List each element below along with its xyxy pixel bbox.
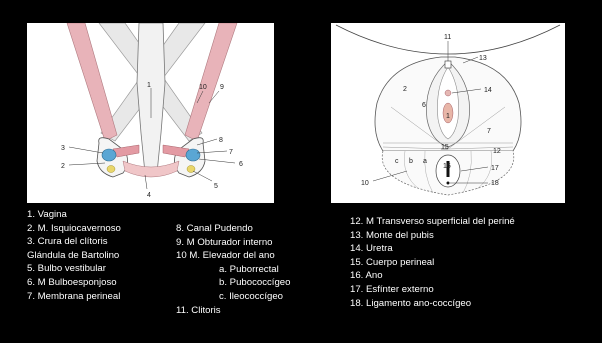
bartholin-gland-right xyxy=(186,149,200,161)
pelvic-floor-illustration: 1 2 3 4 5 6 7 8 9 10 xyxy=(27,23,274,203)
right-label-c: c xyxy=(395,158,399,165)
legend-item: 9. M Obturador interno xyxy=(176,236,290,250)
legend-item: 14. Uretra xyxy=(350,242,515,256)
left-label-5: 5 xyxy=(214,183,218,190)
legend-column-1: 1. Vagina 2. M. Isquiocavernoso 3. Crura… xyxy=(27,208,121,303)
right-label-18: 18 xyxy=(491,180,499,187)
vestibular-bulb-left xyxy=(107,166,115,173)
legend-item: 17. Esfínter externo xyxy=(350,283,515,297)
legend-item: 2. M. Isquiocavernoso xyxy=(27,222,121,236)
legend-subitem: b. Pubococcígeo xyxy=(176,276,290,290)
legend-item: 15. Cuerpo perineal xyxy=(350,256,515,270)
legend-item: 18. Ligamento ano-coccígeo xyxy=(350,297,515,311)
legend-column-2: 8. Canal Pudendo 9. M Obturador interno … xyxy=(176,222,290,317)
clitoris-shape xyxy=(445,61,451,68)
right-label-11: 11 xyxy=(444,34,451,41)
right-label-16: 16 xyxy=(443,163,451,170)
legend-item: 3. Crura del clítoris xyxy=(27,235,121,249)
legend-item: 12. M Transverso superficial del periné xyxy=(350,215,515,229)
legend-item: 10 M. Elevador del ano xyxy=(176,249,290,263)
bartholin-gland-left xyxy=(102,149,116,161)
right-anatomy-panel: 11 13 14 2 6 1 7 15 12 16 17 18 10 c b a xyxy=(331,23,565,203)
left-label-9: 9 xyxy=(220,84,224,91)
obturator-internus-right xyxy=(185,23,237,141)
left-label-2: 2 xyxy=(61,163,65,170)
right-label-14: 14 xyxy=(484,87,492,94)
right-label-7: 7 xyxy=(487,128,491,135)
right-label-15: 15 xyxy=(441,144,449,151)
right-label-17: 17 xyxy=(491,165,499,172)
left-label-6: 6 xyxy=(239,161,243,168)
legend-item: 6. M Bulboesponjoso xyxy=(27,276,121,290)
right-label-b: b xyxy=(409,158,413,165)
left-anatomy-panel: 1 2 3 4 5 6 7 8 9 10 xyxy=(27,23,274,203)
obturator-internus-left xyxy=(67,23,117,141)
legend-subitem: c. Ileococcígeo xyxy=(176,290,290,304)
legend-item: 11. Clitoris xyxy=(176,304,290,318)
legend-item: 13. Monte del pubis xyxy=(350,229,515,243)
left-label-3: 3 xyxy=(61,145,65,152)
legend-item: 8. Canal Pudendo xyxy=(176,222,290,236)
right-label-12: 12 xyxy=(493,148,501,155)
right-label-2: 2 xyxy=(403,86,407,93)
right-label-13: 13 xyxy=(479,55,487,62)
legend-column-3: 12. M Transverso superficial del periné … xyxy=(350,215,515,310)
perineum-illustration: 11 13 14 2 6 1 7 15 12 16 17 18 10 c b a xyxy=(331,23,565,203)
urethra-shape xyxy=(445,90,451,96)
right-label-6: 6 xyxy=(422,102,426,109)
legend-item: 1. Vagina xyxy=(27,208,121,222)
left-label-4: 4 xyxy=(147,192,151,199)
legend-item: 5. Bulbo vestibular xyxy=(27,262,121,276)
right-label-a: a xyxy=(423,158,427,165)
right-label-10: 10 xyxy=(361,180,369,187)
left-label-10: 10 xyxy=(199,84,207,91)
legend-item: 16. Ano xyxy=(350,269,515,283)
left-label-8: 8 xyxy=(219,137,223,144)
legend-subitem: a. Puborrectal xyxy=(176,263,290,277)
right-label-1: 1 xyxy=(446,113,450,120)
legend-item: 7. Membrana perineal xyxy=(27,290,121,304)
left-label-7: 7 xyxy=(229,149,233,156)
anococcygeal-point xyxy=(447,182,450,185)
left-label-1: 1 xyxy=(147,82,151,89)
legend-item: Glándula de Bartolino xyxy=(27,249,121,263)
